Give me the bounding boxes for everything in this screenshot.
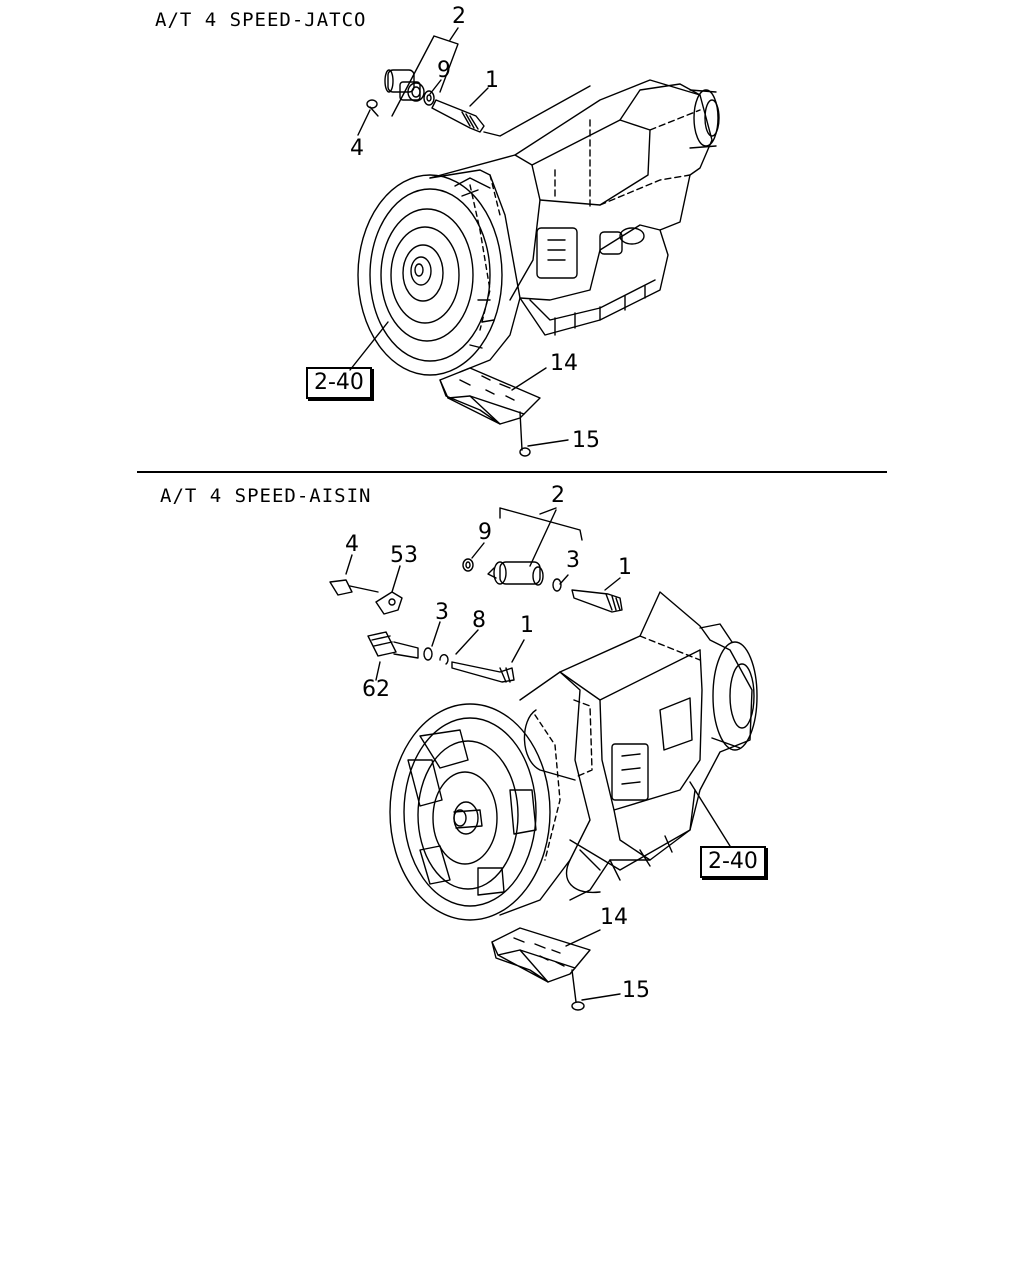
callout-9-aisin: 9 bbox=[478, 520, 492, 545]
callout-2-aisin: 2 bbox=[551, 483, 565, 508]
callout-1-jatco: 1 bbox=[485, 68, 499, 93]
callout-3-aisin-upper: 3 bbox=[566, 548, 580, 573]
callout-3-aisin-lower: 3 bbox=[435, 600, 449, 625]
callout-14-jatco: 14 bbox=[550, 351, 578, 376]
callout-14-aisin: 14 bbox=[600, 905, 628, 930]
callout-4-jatco: 4 bbox=[350, 136, 364, 161]
callout-53-aisin: 53 bbox=[390, 543, 418, 568]
callout-1-aisin-upper: 1 bbox=[618, 555, 632, 580]
callout-9-jatco: 9 bbox=[437, 58, 451, 83]
section-title-jatco: A/T 4 SPEED-JATCO bbox=[155, 9, 367, 31]
callout-62-aisin: 62 bbox=[362, 677, 390, 702]
callout-4-aisin: 4 bbox=[345, 532, 359, 557]
section-title-aisin: A/T 4 SPEED-AISIN bbox=[160, 485, 372, 507]
section-divider bbox=[137, 471, 887, 473]
callout-2-jatco: 2 bbox=[452, 4, 466, 29]
callout-15-aisin: 15 bbox=[622, 978, 650, 1003]
callout-1-aisin-lower: 1 bbox=[520, 613, 534, 638]
aisin-transmission-drawing bbox=[329, 507, 758, 1011]
ref-box-aisin[interactable]: 2-40 bbox=[700, 846, 766, 878]
callout-15-jatco: 15 bbox=[572, 428, 600, 453]
callout-8-aisin: 8 bbox=[472, 608, 486, 633]
ref-box-jatco[interactable]: 2-40 bbox=[306, 367, 372, 399]
jatco-transmission-drawing bbox=[349, 27, 720, 457]
